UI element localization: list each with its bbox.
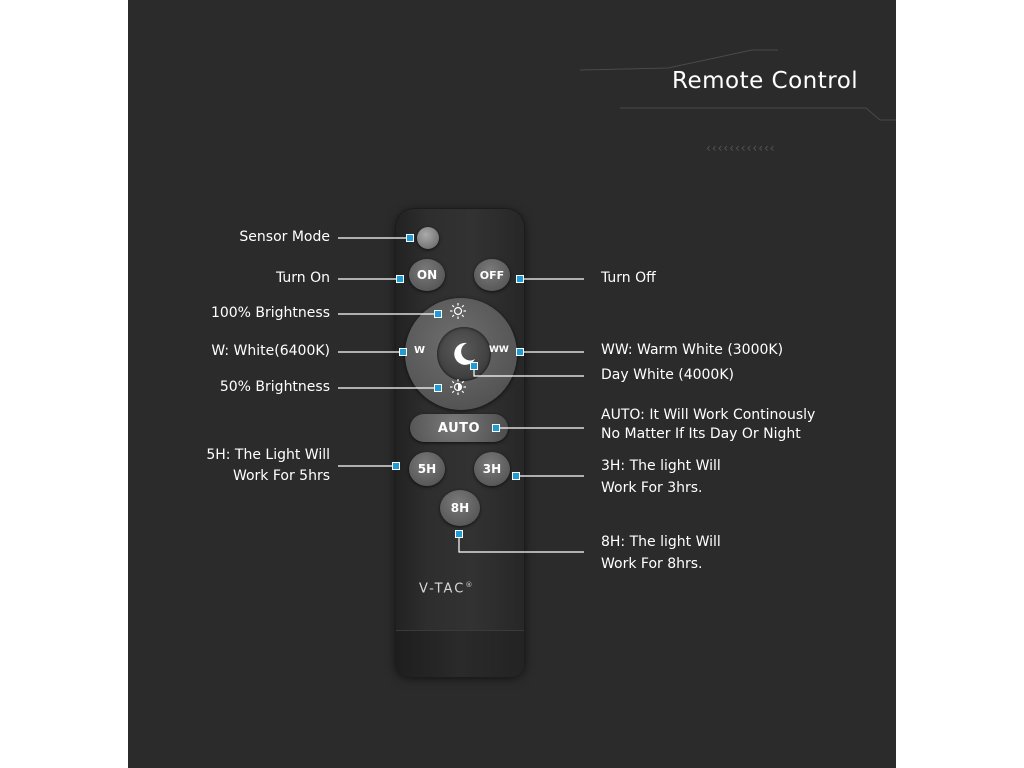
remote-bottom-cap [396,630,524,677]
brightness-100-label: 100% Brightness [210,305,330,321]
turn-off-marker [516,275,524,283]
3h-label-line1: 3H: The light Will [601,458,721,474]
moon-icon [454,342,475,365]
off-button[interactable]: OFF [474,259,510,291]
5h-button[interactable]: 5H [409,452,445,486]
turn-on-label: Turn On [275,270,330,286]
sun-icon [450,303,466,319]
warm-white-marker [516,348,524,356]
w-button-label[interactable]: W [414,345,426,356]
auto-label-line2: No Matter If Its Day Or Night [601,426,801,442]
on-button[interactable]: ON [409,259,445,291]
auto-marker [492,424,500,432]
turn-on-marker [396,275,404,283]
8h-marker [455,530,463,538]
moon-button[interactable] [437,327,491,381]
white-marker [399,348,407,356]
8h-button[interactable]: 8H [440,490,480,526]
page-title: Remote Control [672,68,859,94]
sensor-mode-marker [406,234,414,242]
logo-registered-mark: ® [465,581,475,589]
logo-text: V-TAC [419,581,466,597]
ww-button-label[interactable]: WW [489,345,509,355]
8h-label-line2: Work For 8hrs. [601,556,703,572]
day-white-label: Day White (4000K) [601,367,734,383]
turn-off-label: Turn Off [601,270,656,286]
sensor-icon [417,227,439,249]
3h-label-line2: Work For 3hrs. [601,480,703,496]
5h-marker [392,462,400,470]
auto-button[interactable]: AUTO [410,414,508,442]
auto-label-line1: AUTO: It Will Work Continously [601,407,816,423]
3h-marker [512,472,520,480]
8h-label-line1: 8H: The light Will [601,534,721,550]
brightness-100-marker [434,310,442,318]
day-white-marker [470,362,478,370]
brightness-50-label: 50% Brightness [219,379,330,395]
3h-button[interactable]: 3H [474,452,510,486]
v-tac-logo: V-TAC® [419,581,474,596]
5h-label-line1: 5H: The Light Will [206,447,330,463]
brightness-50-marker [434,384,442,392]
warm-white-label: WW: Warm White (3000K) [601,342,784,358]
half-sun-icon [450,379,466,395]
5h-label-line2: Work For 5hrs [232,468,330,484]
white-6400k-label: W: White(6400K) [211,343,330,359]
sensor-mode-label: Sensor Mode [239,229,330,245]
chevron-decoration: ‹‹‹‹‹‹‹‹‹‹‹‹ [706,141,776,155]
